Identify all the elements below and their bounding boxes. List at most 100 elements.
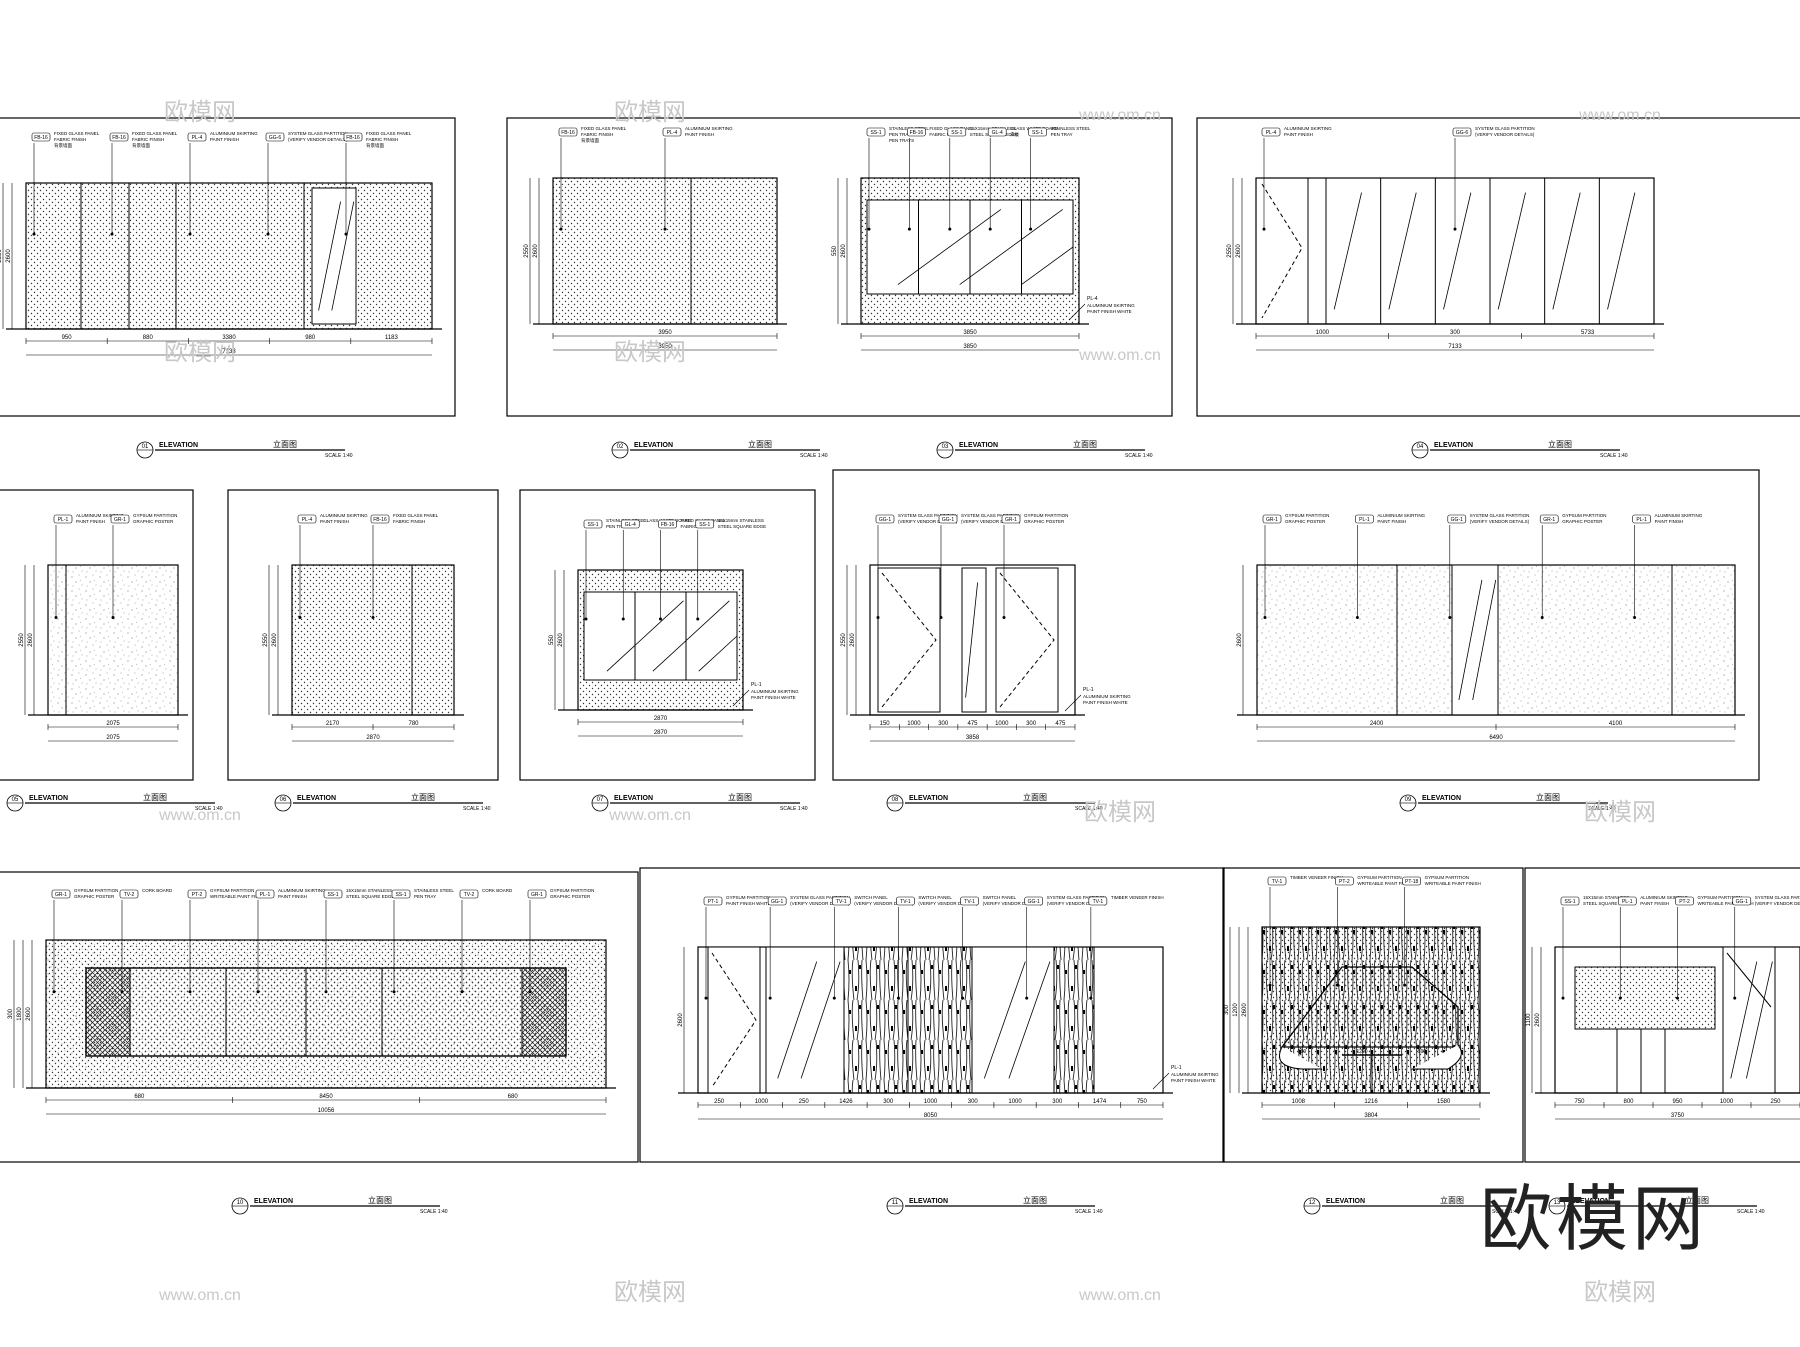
height-dim-text: 550 [832,245,838,256]
material-desc: PAINT FINISH WHITE [726,901,771,906]
material-desc: GYPSUM PARTITION [210,888,254,893]
glass-reflection-line [1388,192,1417,310]
material-code: GR-1 [1543,517,1555,523]
material-code-tag [907,127,926,137]
dim-text: 1580 [1437,1099,1451,1105]
dim-text: 1183 [385,335,399,341]
material-desc: SYSTEM GLASS PARTITION [790,895,850,900]
leader-dot [1029,227,1033,231]
glass-hatch [1730,961,1773,1079]
material-desc: WRITEABLE PAINT FINISH [1698,901,1754,906]
material-desc: FABRIC FINISH [393,519,425,524]
dim-text: 800 [1623,1099,1634,1105]
material-code: TV-1 [900,899,911,905]
elevation-number: 13 [1554,1200,1561,1206]
elevation-scale: SCALE 1:40 [1600,453,1628,459]
leader-dot [110,232,114,236]
elevation-title-cn: 立面图 [368,1195,392,1205]
leader-dot [621,617,625,621]
material-code: SS-1 [587,522,598,528]
material-desc: PAINT FINISH [1655,519,1684,524]
material-desc: FIXED GLASS PANEL [54,131,100,136]
material-code-tag [620,519,640,529]
material-desc: SYSTEM GLASS PARTITION [1755,895,1800,900]
dim-text: 750 [1137,1099,1148,1105]
height-dim-text: 2600 [26,1007,32,1021]
material-desc: GYPSUM PARTITION [1698,895,1742,900]
material-code-tag [1355,514,1374,524]
elevation-number: 12 [1309,1200,1316,1206]
material-code-tag [1262,514,1282,524]
elevation-number: 03 [942,444,949,450]
dim-text: 3950 [658,330,672,336]
material-desc: (VERIFY VENDOR DETAILS) [918,901,978,906]
material-desc: SWITCH PANEL [983,895,1017,900]
material-desc: (VERIFY VENDOR DETAILS) [1470,519,1530,524]
material-desc: GRAPHIC POSTER [74,894,115,899]
door-swing [1726,952,1772,1008]
elevation-scale: SCALE 1:40 [420,1209,448,1215]
material-code: GR-1 [1005,517,1017,523]
dim-text: 300 [1450,330,1461,336]
material-code: TV-1 [1272,879,1283,885]
glass-hatch [1388,192,1417,310]
glass-hatch [983,961,1051,1079]
glass-hatch [897,209,1073,285]
dim-text: 250 [1770,1099,1781,1105]
elevation-number: 08 [892,797,899,803]
height-dim-text: 2600 [6,249,12,263]
elevation-title: ELEVATION [1434,442,1473,449]
material-code: PL-1 [1636,517,1647,523]
material-desc: PAINT FINISH [1640,901,1669,906]
note-desc: PAINT FINISH WHITE [1083,700,1128,705]
sheet-frame [0,871,639,1163]
material-desc: FABRIC FINISH [54,137,86,142]
material-desc: TIMBER VENEER FINISH [1290,875,1343,880]
height-dim-text: 1800 [17,1007,23,1021]
material-code-tag [558,127,578,137]
leader-dot [1262,227,1266,231]
leader-dot [896,996,900,1000]
dim-text: 1474 [1093,1099,1107,1105]
material-desc: (VERIFY VENDOR DETAILS) [983,901,1043,906]
glass-hatch [1333,192,1362,310]
leader-dot [584,617,588,621]
material-code: GG-1 [1736,899,1748,905]
material-desc: GYPSUM PARTITION [726,895,770,900]
dim-text: 475 [967,721,978,727]
note-leader [1068,303,1086,321]
elevation-title: ELEVATION [959,442,998,449]
material-code-tag [583,519,603,529]
material-desc: ALUMINIUM SKIRTING [210,131,258,136]
material-desc: 白板 [1010,131,1019,138]
glass-panel [1451,564,1499,716]
glass-panel [765,946,845,1094]
material-desc: 15X15mm STAINLESS [718,518,764,523]
elevation-number: 10 [237,1200,244,1206]
material-code: PL-1 [1622,899,1633,905]
elevation-title: ELEVATION [614,795,653,802]
elevation-number: 02 [617,444,624,450]
dim-text: 950 [1672,1099,1683,1105]
leader-dot [939,616,943,619]
material-desc: GRAPHIC POSTER [1562,519,1603,524]
elevation-title: ELEVATION [1571,1198,1610,1205]
note-leader [1064,694,1082,712]
elevation-title-cn: 立面图 [1685,1195,1709,1205]
material-code: TV-2 [124,892,135,898]
material-code: SS-1 [327,892,338,898]
height-dim-text: 2600 [1237,633,1243,647]
dim-total-text: 2870 [654,730,668,736]
leader-dot [1733,996,1737,1000]
elevation-title-cn: 立面图 [1548,439,1572,449]
note-code: PL-1 [751,682,762,688]
material-desc: 背景墙面 [132,142,150,149]
dim-text: 250 [799,1099,810,1105]
glass-hatch [1458,579,1497,701]
material-code-tag [831,896,851,906]
material-code-tag [1028,127,1047,137]
material-desc: 背景墙面 [54,142,72,149]
